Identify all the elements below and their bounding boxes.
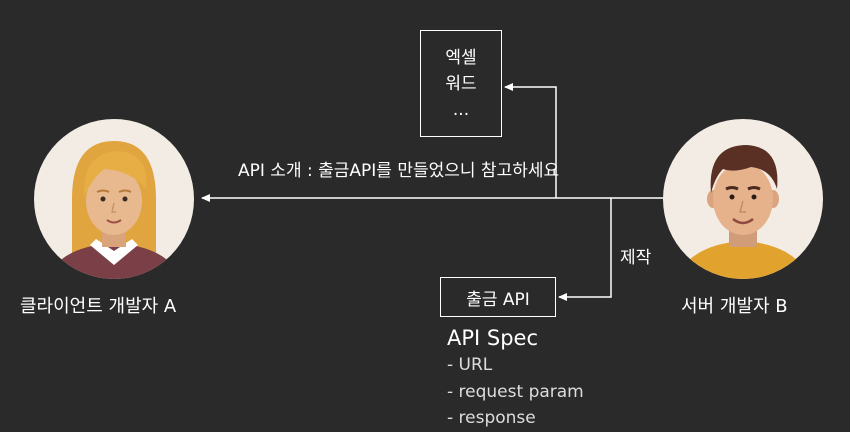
doc-line: ... bbox=[452, 99, 470, 120]
api-spec-title: API Spec bbox=[447, 326, 539, 350]
doc-line: 엑셀 bbox=[445, 47, 477, 68]
api-spec-item: - request param bbox=[447, 382, 584, 402]
female-avatar-icon bbox=[34, 119, 194, 279]
api-box-label: 출금 API bbox=[466, 289, 530, 310]
client-label: 클라이언트 개발자 A bbox=[20, 296, 177, 317]
make-label: 제작 bbox=[620, 248, 652, 268]
doc-arrow bbox=[504, 83, 557, 198]
make-arrow bbox=[558, 198, 612, 301]
api-spec-item: - URL bbox=[447, 355, 493, 375]
male-avatar-icon bbox=[663, 119, 823, 279]
doc-line: 워드 bbox=[445, 73, 477, 94]
api-box: 출금 API bbox=[440, 277, 556, 317]
api-spec-item: - response bbox=[447, 408, 536, 428]
intro-arrow-label: API 소개 : 출금API를 만들었으니 참고하세요 bbox=[238, 161, 560, 181]
server-label: 서버 개발자 B bbox=[681, 296, 788, 317]
document-box: 엑셀 워드 ... bbox=[420, 30, 502, 137]
